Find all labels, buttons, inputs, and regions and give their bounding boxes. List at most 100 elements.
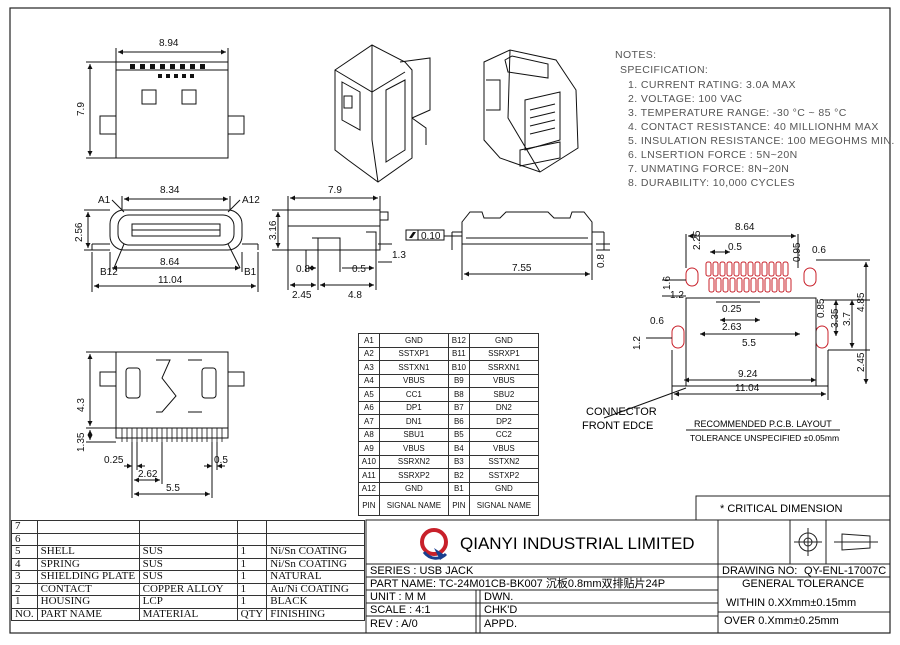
- table-row: 7: [11, 520, 366, 534]
- company-logo: [420, 528, 448, 560]
- dim-pcb-12b: 1.2: [632, 336, 643, 350]
- dim-top-height: 7.9: [76, 102, 87, 116]
- iso-view-front: [334, 44, 431, 183]
- pcb-tolerance: TOLERANCE UNSPECIFIED ±0.05mm: [690, 433, 839, 443]
- note-item: 3. TEMPERATURE RANGE: -30 °C ~ 85 °C: [628, 107, 847, 119]
- iso-view-back: [483, 49, 579, 173]
- table-row: 6: [11, 532, 366, 546]
- dim-front-total: 11.04: [158, 275, 183, 286]
- dim-bottom-p3: 2.62: [138, 469, 158, 480]
- dim-bottom-p1: 0.25: [104, 455, 124, 466]
- notes-title: NOTES:: [615, 49, 657, 61]
- dim-bottom-h1: 4.3: [76, 398, 87, 412]
- dim-side-d4: 2.45: [292, 290, 312, 301]
- dim-pcb-225: 2.25: [692, 230, 703, 250]
- dim-end-thick: 0.8: [596, 254, 607, 268]
- pcb-title: RECOMMENDED P.C.B. LAYOUT: [694, 419, 832, 429]
- series-field: SERIES : USB JACK: [370, 565, 474, 577]
- appd-field: APPD.: [484, 618, 517, 630]
- note-item: 8. DURABILITY: 10,000 CYCLES: [628, 177, 795, 189]
- dim-pcb-16: 1.6: [662, 276, 673, 290]
- end-view: [405, 211, 610, 280]
- unit-field: UNIT : M M: [370, 591, 426, 603]
- pin-label-b1: B1: [244, 267, 257, 278]
- bottom-view: [86, 351, 245, 498]
- dim-side-d3: 1.3: [392, 250, 406, 261]
- dim-pcb-025: 0.25: [722, 304, 742, 315]
- notes-block: NOTES: SPECIFICATION: 1. CURRENT RATING:…: [615, 49, 895, 189]
- note-item: 2. VOLTAGE: 100 VAC: [628, 93, 742, 105]
- side-view: [272, 195, 392, 290]
- connector-edge-label-2: FRONT EDCE: [582, 420, 653, 432]
- dim-pcb-06b: 0.6: [650, 316, 664, 327]
- note-item: 5. INSULATION RESISTANCE: 100 MEGOHMS MI…: [628, 135, 895, 147]
- dim-top-width: 8.94: [159, 38, 179, 49]
- dim-pcb-263: 2.63: [722, 322, 742, 333]
- dim-pcb-085: 0.85: [816, 298, 827, 318]
- dim-pcb-12a: 1.2: [670, 290, 684, 301]
- notes-subtitle: SPECIFICATION:: [620, 64, 708, 76]
- dim-pcb-095: 0.95: [792, 242, 803, 262]
- dim-end-flatness: 0.10: [421, 231, 441, 242]
- dim-bottom-p4: 5.5: [166, 483, 180, 494]
- pin-label-a1: A1: [98, 195, 111, 206]
- drawing-no-label: DRAWING NO:: [722, 565, 797, 577]
- connector-edge-label: CONNECTOR: [586, 406, 657, 418]
- dim-side-d5: 4.8: [348, 290, 362, 301]
- front-view: [84, 196, 259, 292]
- dim-front-mid: 8.64: [160, 257, 180, 268]
- dim-pcb-37: 3.7: [842, 312, 853, 326]
- note-item: 7. UNMATING FORCE: 8N~20N: [628, 163, 789, 175]
- dim-bottom-h2: 1.35: [76, 432, 87, 452]
- note-item: 4. CONTACT RESISTANCE: 40 MILLIONHM MAX: [628, 121, 879, 133]
- dim-side-height: 3.16: [268, 220, 279, 240]
- dim-side-d1: 0.8: [296, 264, 310, 275]
- dim-front-inner: 8.34: [160, 185, 180, 196]
- projection-symbol-icon: [794, 528, 878, 556]
- dim-pcb-924: 9.24: [738, 369, 758, 380]
- pin-label-b12: B12: [100, 267, 118, 278]
- dim-pcb-w1: 8.64: [735, 222, 755, 233]
- note-item: 1. CURRENT RATING: 3.0A MAX: [628, 79, 796, 91]
- part-name-field: PART NAME: TC-24M01CB-BK007 沉板0.8mm双排贴片2…: [370, 576, 665, 590]
- top-view: [86, 48, 245, 159]
- dim-bottom-p2: 0.5: [214, 455, 228, 466]
- pin-label-a12: A12: [242, 195, 260, 206]
- chkd-field: CHK'D: [484, 604, 517, 616]
- dim-pcb-1104: 11.04: [735, 383, 760, 394]
- rev-field: REV : A/0: [370, 618, 418, 630]
- tolerance-1: WITHIN 0.XXmm±0.15mm: [726, 597, 856, 609]
- dim-pcb-335: 3.35: [830, 308, 841, 328]
- company-name: QIANYI INDUSTRIAL LIMITED: [460, 534, 695, 553]
- general-tolerance: GENERAL TOLERANCE: [742, 578, 864, 590]
- pcb-layout: [603, 233, 870, 431]
- dim-front-height: 2.56: [74, 222, 85, 242]
- dim-pcb-245: 2.45: [856, 352, 867, 372]
- dim-side-d2: 0.5: [352, 264, 366, 275]
- dwn-field: DWN.: [484, 591, 513, 603]
- title-block: [365, 519, 891, 634]
